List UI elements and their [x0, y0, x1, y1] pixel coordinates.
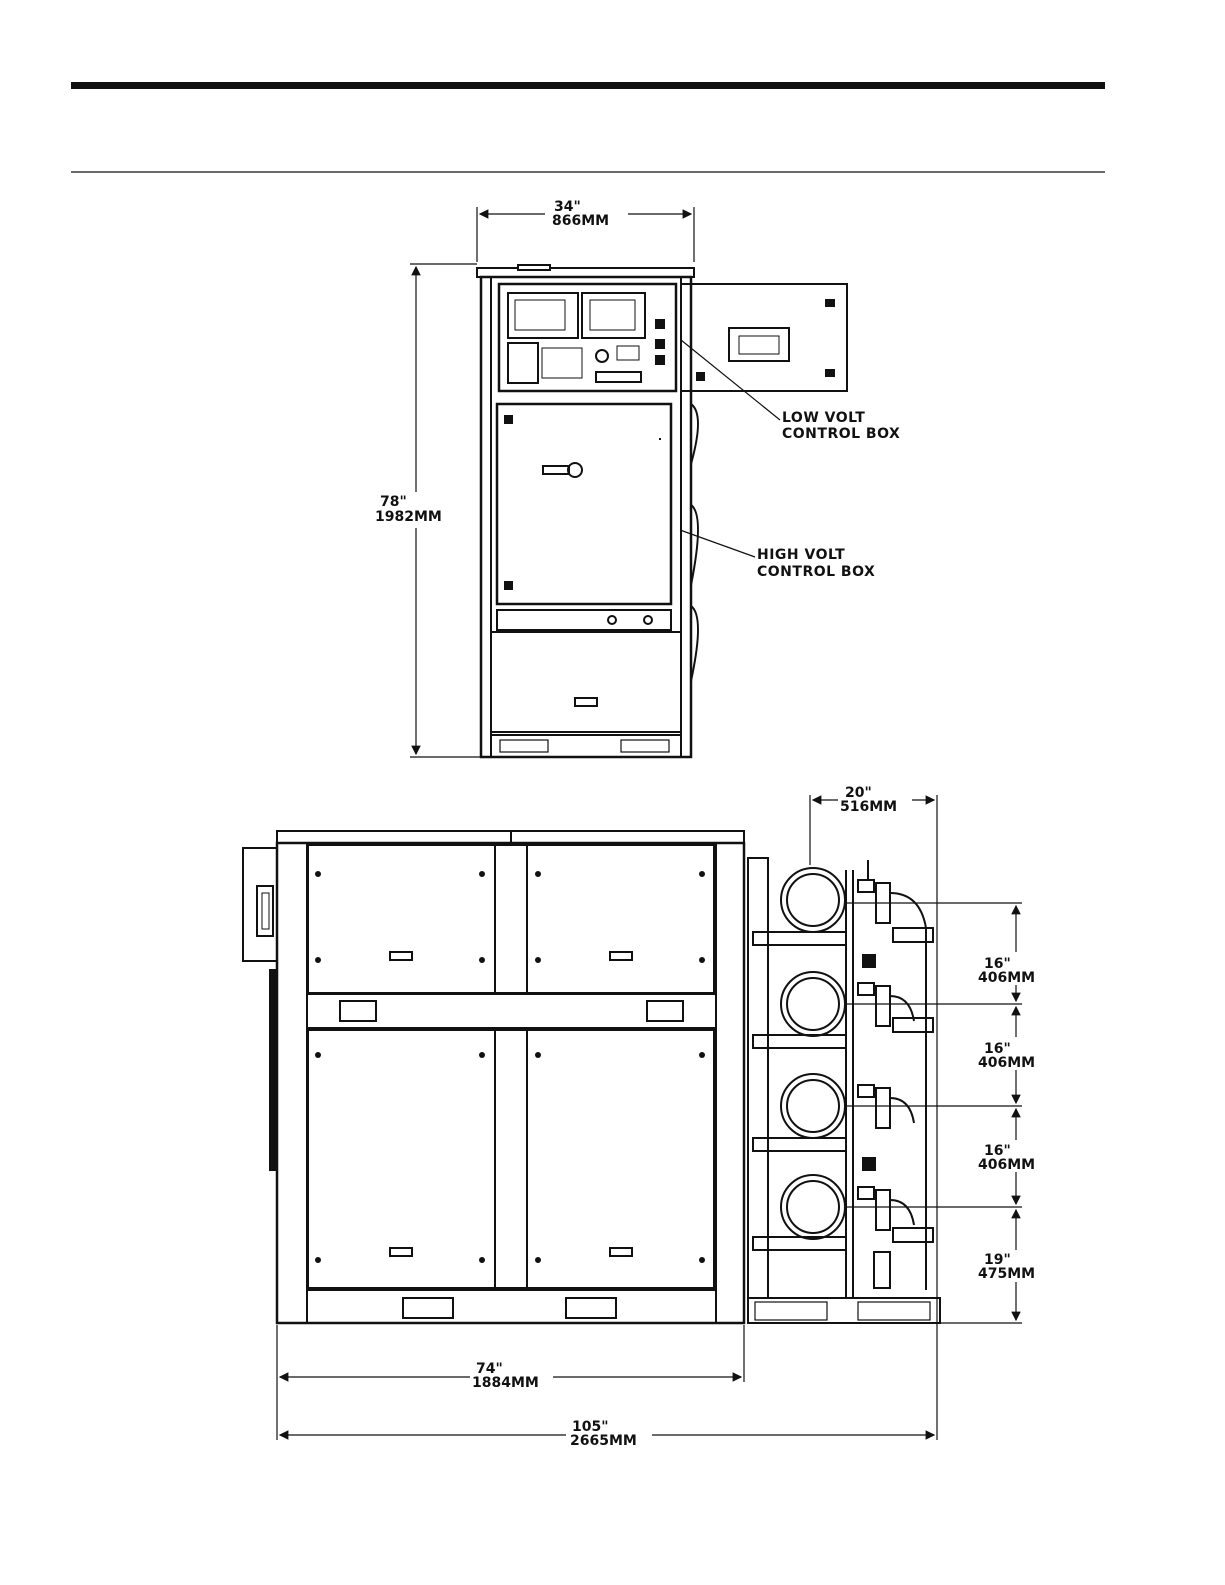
header-rules: [71, 82, 1105, 172]
front-view: [477, 265, 847, 757]
side-view-panel-bolts: [315, 871, 705, 1263]
spacing-2-mm: 406MM: [978, 1055, 1035, 1071]
overall-length-mm: 2665MM: [570, 1433, 637, 1449]
front-height-mm: 1982MM: [375, 509, 442, 525]
pipe-width-mm: 516MM: [840, 799, 897, 815]
high-volt-label-line2: CONTROL BOX: [757, 564, 875, 580]
front-height-inches: 78": [380, 494, 407, 510]
low-volt-label-line2: CONTROL BOX: [782, 426, 900, 442]
spacing-4-mm: 475MM: [978, 1266, 1035, 1282]
side-view-cabinet: [243, 831, 744, 1323]
front-width-mm: 866MM: [552, 213, 609, 229]
low-volt-label-line1: LOW VOLT: [782, 410, 865, 426]
side-view-pipe-rack: [748, 858, 940, 1323]
cabinet-length-mm: 1884MM: [472, 1375, 539, 1391]
spacing-1-mm: 406MM: [978, 970, 1035, 986]
high-volt-label-line1: HIGH VOLT: [757, 547, 845, 563]
spacing-3-mm: 406MM: [978, 1157, 1035, 1173]
